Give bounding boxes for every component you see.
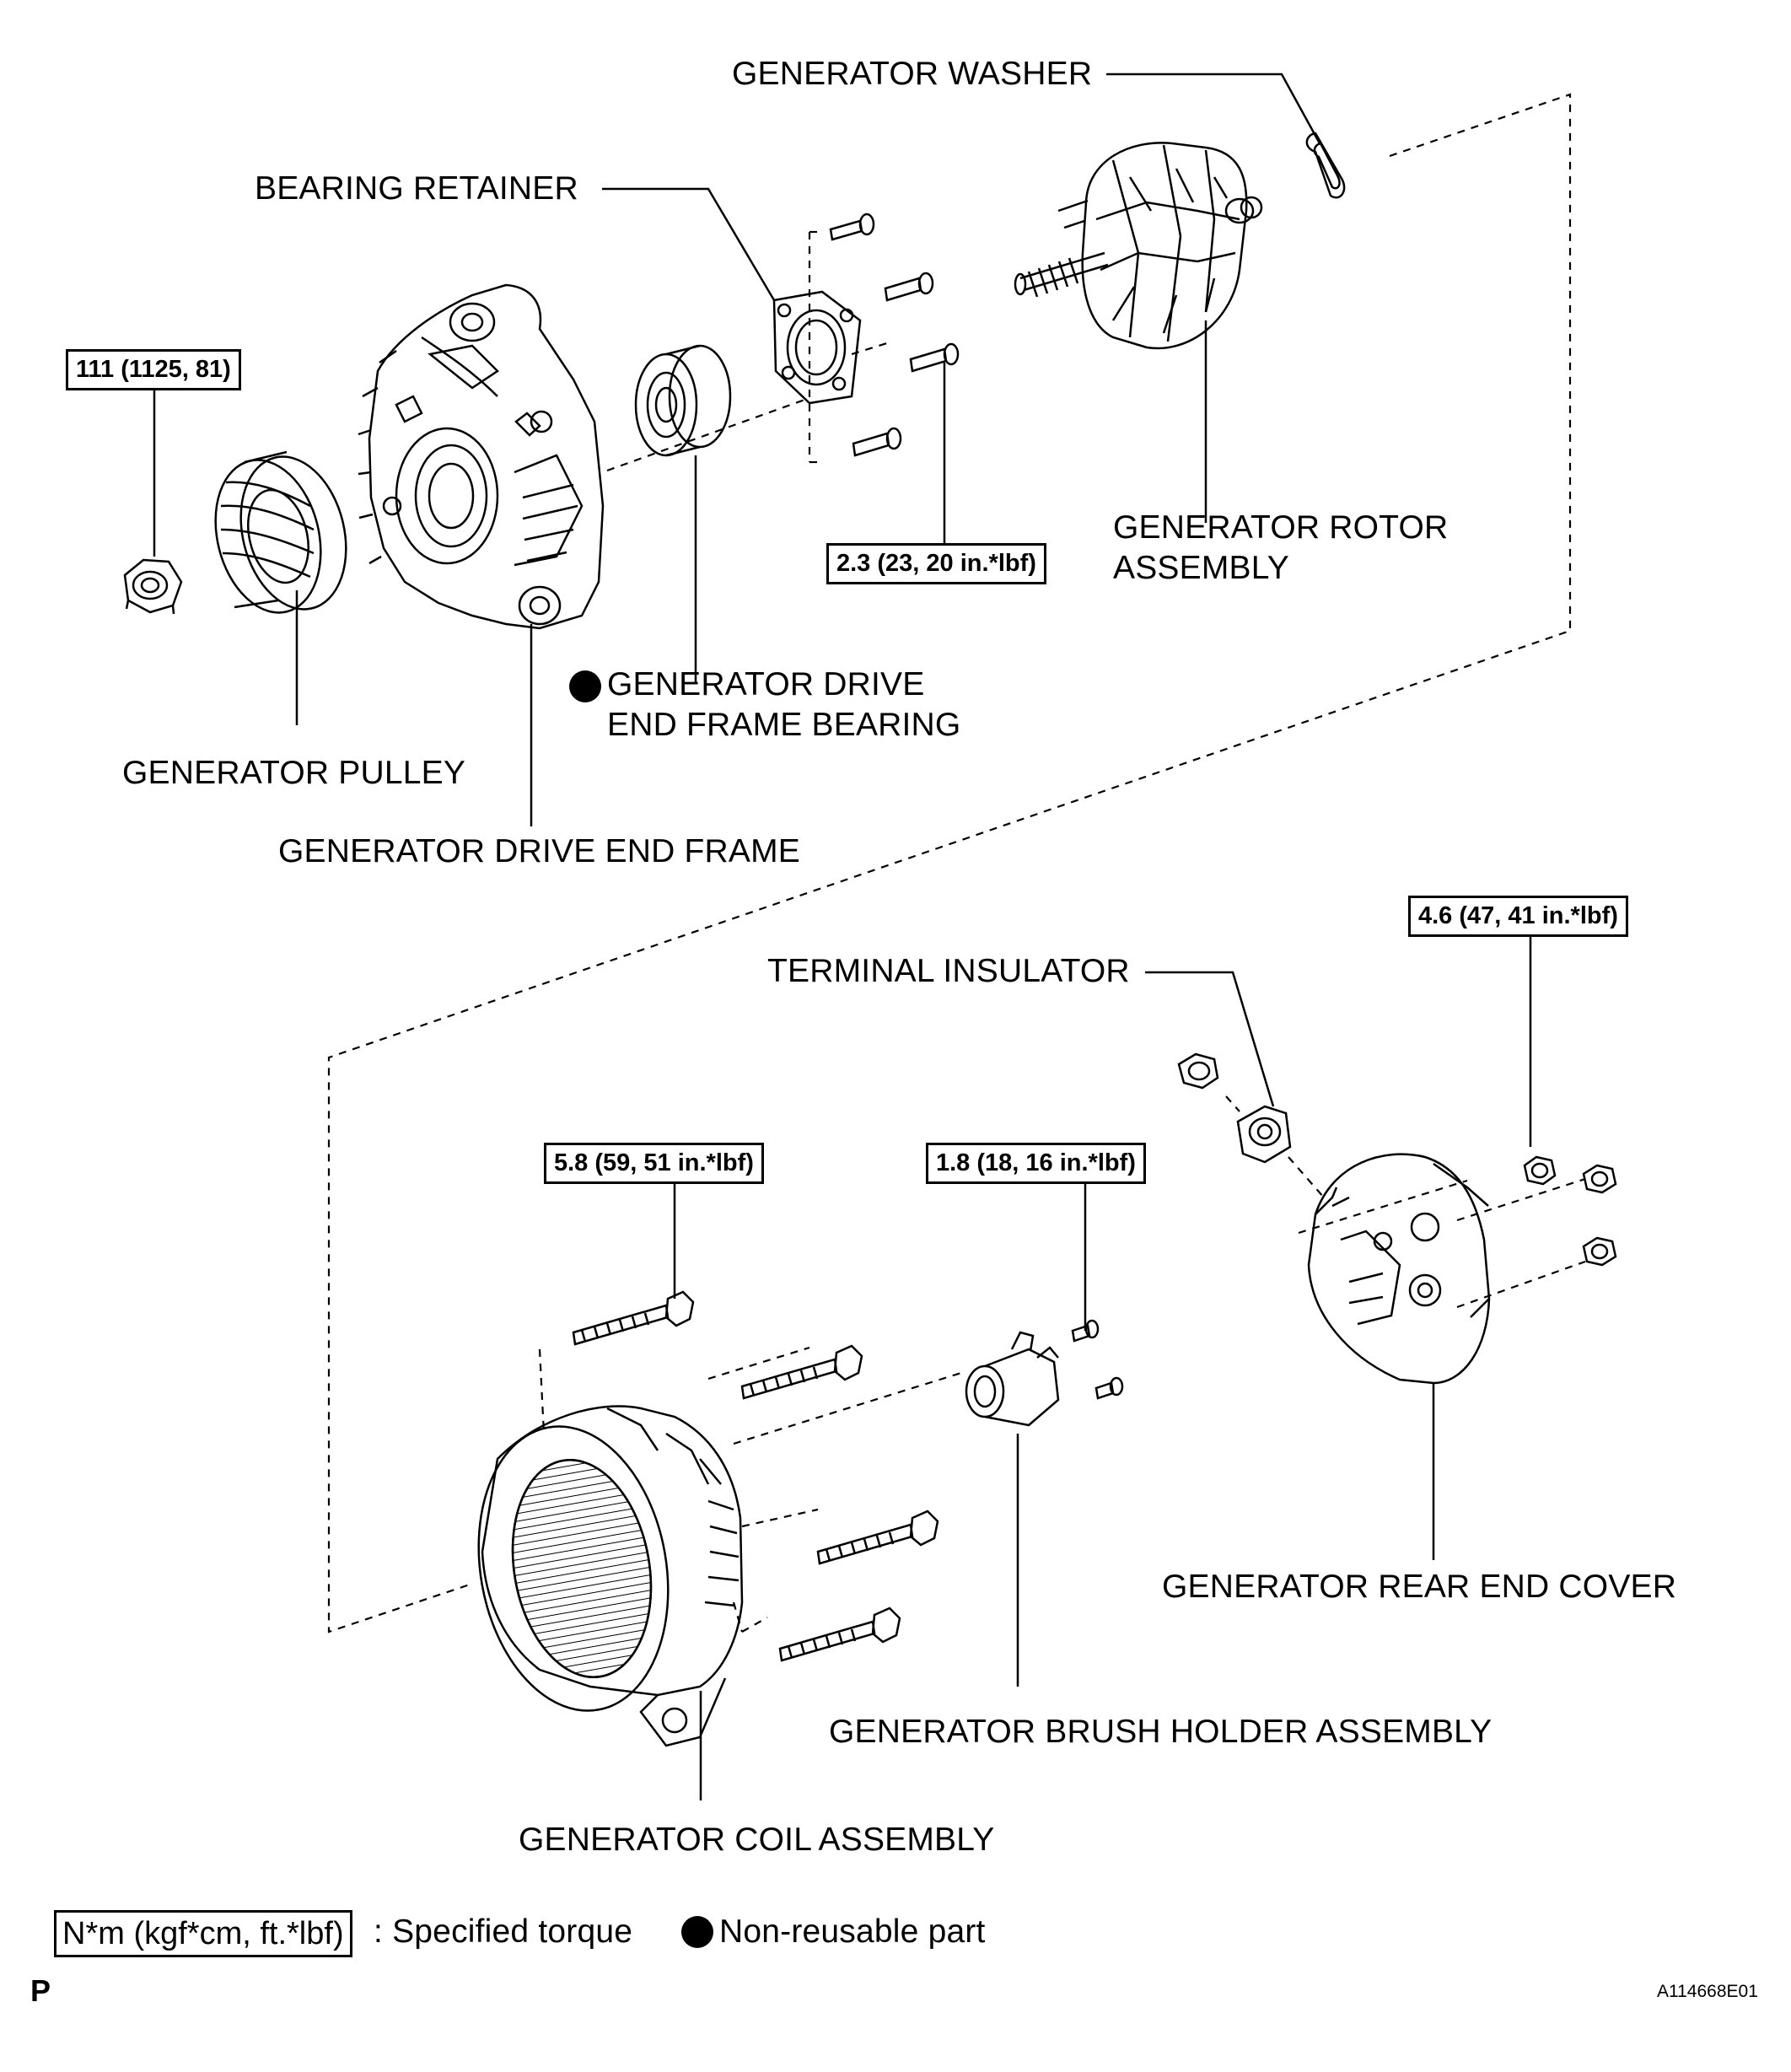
generator-rear-end-cover <box>1307 1153 1491 1385</box>
rear-cover-nut <box>1582 1236 1617 1267</box>
figure-id: A114668E01 <box>1657 1982 1758 2001</box>
retainer-screw <box>852 427 902 457</box>
label-rotor-line-1: GENERATOR ROTOR <box>1113 509 1449 546</box>
through-bolt <box>816 1510 939 1565</box>
torque-box-brush-holder-screw: 1.8 (18, 16 in.*lbf) <box>926 1143 1146 1184</box>
generator-washer <box>1305 132 1346 199</box>
rear-cover-nuts <box>1523 1155 1617 1267</box>
torque-box-through-bolt: 5.8 (59, 51 in.*lbf) <box>544 1143 764 1184</box>
generator-rotor-assembly <box>1014 142 1263 350</box>
torque-box-rear-cover-nut: 4.6 (47, 41 in.*lbf) <box>1408 896 1628 937</box>
nonreusable-marker-dot <box>569 670 601 702</box>
legend-nonreusable-text: Non-reusable part <box>719 1913 986 1950</box>
label-bearing-retainer: BEARING RETAINER <box>255 170 578 207</box>
generator-pulley <box>214 450 347 614</box>
label-terminal-insulator: TERMINAL INSULATOR <box>767 953 1130 989</box>
rear-cover-nut <box>1582 1164 1617 1194</box>
page-marker: P <box>30 1973 51 2008</box>
brush-holder-screw <box>1071 1319 1100 1343</box>
generator-brush-holder-assembly <box>965 1331 1060 1427</box>
assembly-dashed-boundary <box>327 93 1586 1633</box>
brush-holder-screw <box>1094 1376 1124 1400</box>
retainer-screw <box>829 213 875 241</box>
through-bolt <box>778 1606 901 1662</box>
through-bolt <box>740 1344 863 1400</box>
terminal-insulator <box>1236 1105 1292 1164</box>
torque-box-retainer-screw: 2.3 (23, 20 in.*lbf) <box>826 543 1046 584</box>
label-drive-bearing-line-1: GENERATOR DRIVE <box>607 666 925 702</box>
label-rear-end-cover: GENERATOR REAR END COVER <box>1162 1569 1677 1605</box>
label-brush-holder: GENERATOR BRUSH HOLDER ASSEMBLY <box>829 1714 1492 1750</box>
retainer-screws <box>829 213 960 457</box>
label-drive-end-frame: GENERATOR DRIVE END FRAME <box>278 833 800 869</box>
through-bolt <box>572 1290 695 1346</box>
generator-coil-assembly <box>477 1405 744 1747</box>
pulley-nut <box>123 558 183 615</box>
brush-holder-screws <box>1071 1319 1124 1400</box>
drive-end-frame-bearing <box>634 344 732 457</box>
label-coil-assembly: GENERATOR COIL ASSEMBLY <box>519 1822 995 1858</box>
label-drive-bearing-line-2: END FRAME BEARING <box>607 707 961 743</box>
torque-box-pulley-nut: 111 (1125, 81) <box>66 349 241 390</box>
label-generator-pulley: GENERATOR PULLEY <box>122 755 466 791</box>
label-rotor-line-2: ASSEMBLY <box>1113 550 1289 586</box>
legend-specified-torque-text: : Specified torque <box>374 1913 633 1950</box>
bearing-retainer <box>772 290 862 405</box>
terminal-insulator-nut <box>1177 1052 1219 1090</box>
legend-nonreusable-dot <box>681 1916 713 1948</box>
retainer-screw <box>909 342 960 373</box>
label-generator-washer: GENERATOR WASHER <box>732 56 1093 92</box>
rear-cover-nut <box>1523 1155 1557 1186</box>
legend-torque-unit-box: N*m (kgf*cm, ft.*lbf) <box>54 1910 352 1957</box>
leader-lines <box>153 73 1532 1800</box>
through-bolts <box>572 1290 939 1662</box>
generator-drive-end-frame <box>358 283 605 630</box>
retainer-screw <box>884 272 934 302</box>
